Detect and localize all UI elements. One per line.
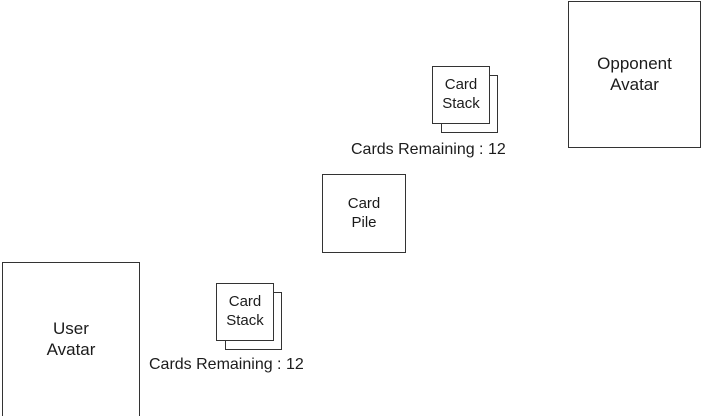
opponent-card-stack-top-card[interactable]: Card Stack <box>432 66 490 124</box>
card-pile[interactable]: Card Pile <box>322 174 406 253</box>
user-avatar[interactable]: User Avatar <box>2 262 140 416</box>
opponent-avatar[interactable]: Opponent Avatar <box>568 1 701 148</box>
opponent-card-stack-label: Card Stack <box>442 76 480 112</box>
user-card-stack-top-card[interactable]: Card Stack <box>216 283 274 341</box>
user-card-stack-label: Card Stack <box>226 293 264 329</box>
opponent-cards-remaining-text: Cards Remaining : 12 <box>351 141 506 158</box>
user-cards-remaining-text: Cards Remaining : 12 <box>149 356 304 373</box>
user-avatar-label: User Avatar <box>46 319 96 359</box>
opponent-avatar-label: Opponent Avatar <box>597 53 672 94</box>
opponent-card-stack[interactable]: Card Stack <box>432 66 504 138</box>
user-card-stack[interactable]: Card Stack <box>216 283 288 355</box>
card-pile-label: Card Pile <box>347 195 381 231</box>
